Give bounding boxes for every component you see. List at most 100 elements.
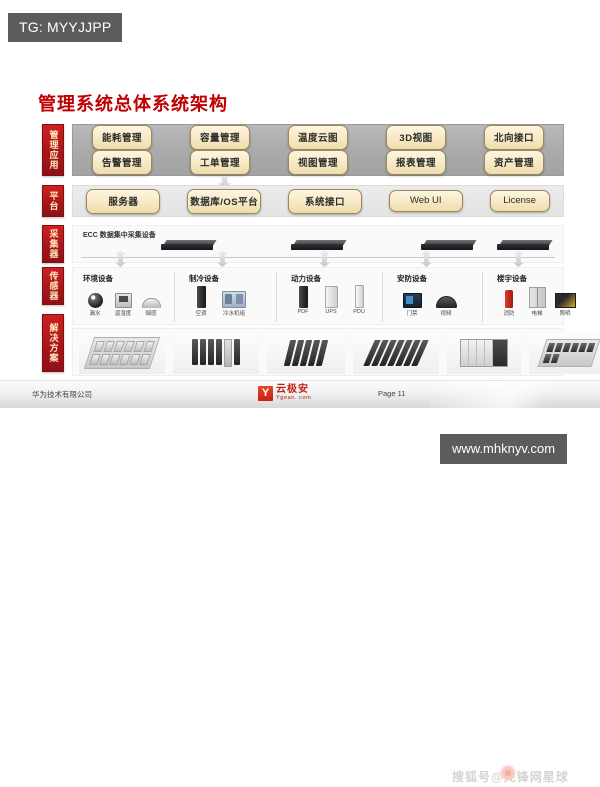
- connector-arrow-icon: [421, 250, 432, 267]
- access-control-icon: [397, 286, 427, 308]
- sensor-group-environment: 环境设备 漏水 温湿度 烟感: [79, 272, 175, 322]
- sensor-group-title: 制冷设备: [189, 274, 219, 283]
- app-button-energy[interactable]: 能耗管理: [92, 125, 152, 150]
- management-row-2: 告警管理 工单管理 视图管理 报表管理 资产管理: [73, 150, 563, 175]
- rail-label: 解决方案: [48, 323, 59, 363]
- smoke-detector-icon: [139, 286, 163, 308]
- slide-canvas: 管理系统总体系统架构 管理应用 平台 采集器 传感器 解决方案 能耗管理 容量管…: [0, 62, 600, 407]
- sensor-caption: 温湿度: [114, 311, 132, 317]
- sensor-item: 烟感: [139, 286, 163, 317]
- sensor-caption: PDF: [297, 309, 309, 315]
- app-button-alarm[interactable]: 告警管理: [92, 150, 152, 175]
- switch-device-icon: [421, 240, 477, 251]
- black-server-rack-photo: [267, 332, 345, 374]
- sensor-caption: 照明: [559, 311, 571, 317]
- power-cabinet-icon: [291, 286, 315, 308]
- sensor-caption: 消防: [503, 311, 515, 317]
- rail-platform: 平台: [42, 185, 64, 217]
- container-datacenter-photo: [447, 332, 521, 374]
- sensor-caption: UPS: [325, 309, 337, 315]
- collector-bus-line: [81, 257, 555, 258]
- rail-collector: 采集器: [42, 225, 64, 263]
- logo-chinese: 云极安: [276, 384, 309, 395]
- connector-arrow-icon: [513, 250, 524, 267]
- fire-extinguisher-icon: [497, 286, 521, 308]
- platform-button-web-ui[interactable]: Web UI: [388, 190, 463, 212]
- sensor-item: 冷水机组: [217, 286, 251, 317]
- sensor-item: PDF: [291, 286, 315, 315]
- logo-english: Ygean. com: [276, 395, 312, 401]
- sensor-caption: 空调: [195, 311, 207, 317]
- collector-band: ECC 数据集中采集设备: [72, 225, 564, 267]
- sensor-group-title: 楼宇设备: [497, 274, 527, 283]
- ygean-logo-mark-icon: Y: [258, 385, 273, 401]
- rail-label: 传感器: [48, 271, 59, 301]
- switch-device-icon: [497, 240, 553, 251]
- modular-rack-photo: [173, 332, 259, 374]
- sensor-items: 空调 冷水机组: [185, 286, 276, 317]
- pdu-icon: [347, 285, 371, 308]
- watermark-flower-icon: [498, 763, 518, 783]
- platform-button-license[interactable]: License: [489, 190, 550, 212]
- sensor-item: 空调: [189, 286, 213, 317]
- solution-band: [72, 328, 600, 376]
- footer-company: 华为技术有限公司: [32, 390, 92, 399]
- app-button-view-management[interactable]: 视图管理: [288, 150, 348, 175]
- app-button-3d-view[interactable]: 3D视图: [386, 125, 446, 150]
- app-button-temperature-map[interactable]: 温度云图: [288, 125, 348, 150]
- sensor-group-building: 楼宇设备 消防 电梯 照明: [493, 272, 593, 322]
- sensor-items: 门禁 视频: [393, 286, 482, 317]
- dome-camera-icon: [431, 286, 461, 308]
- sensor-group-title: 环境设备: [83, 274, 113, 283]
- water-sensor-icon: [83, 286, 107, 308]
- app-button-work-order[interactable]: 工单管理: [190, 150, 250, 175]
- platform-button-server[interactable]: 服务器: [86, 188, 161, 214]
- lighting-icon: [553, 286, 577, 308]
- connector-arrow-icon: [319, 250, 330, 267]
- equipment-tray-photo: [529, 332, 600, 374]
- management-row-1: 能耗管理 容量管理 温度云图 3D视图 北向接口: [73, 125, 563, 150]
- sensor-items: 漏水 温湿度 烟感: [79, 286, 174, 317]
- battery-tray-photo: [79, 332, 165, 374]
- app-button-northbound-interface[interactable]: 北向接口: [484, 125, 544, 150]
- ygean-logo-text: 云极安 Ygean. com: [276, 385, 311, 402]
- sensor-caption: 冷水机组: [222, 311, 245, 317]
- logo-mark-letter: Y: [261, 386, 270, 399]
- page-title: 管理系统总体系统架构: [38, 94, 228, 114]
- switch-device-icon: [161, 240, 217, 251]
- sensor-item: 视频: [431, 286, 461, 317]
- sensor-caption: PDU: [353, 309, 365, 315]
- sensor-item: 温湿度: [111, 286, 135, 317]
- ygean-logo: Y 云极安 Ygean. com: [258, 385, 311, 402]
- tg-tag-badge: TG: MYYJJPP: [8, 13, 123, 42]
- app-button-report[interactable]: 报表管理: [386, 150, 446, 175]
- rail-label: 平台: [48, 191, 59, 211]
- platform-button-database-os[interactable]: 数据库/OS平台: [187, 188, 262, 214]
- sensor-item: PDU: [347, 285, 371, 315]
- elevator-icon: [525, 286, 549, 308]
- rail-solution: 解决方案: [42, 314, 64, 372]
- site-watermark: 搜狐号@先锋网星球: [452, 763, 596, 787]
- page-number: Page 11: [378, 389, 406, 398]
- sensor-caption: 电梯: [531, 311, 543, 317]
- app-button-asset[interactable]: 资产管理: [484, 150, 544, 175]
- sensor-caption: 视频: [440, 311, 452, 317]
- collector-label: ECC 数据集中采集设备: [83, 232, 156, 239]
- switch-device-icon: [291, 240, 347, 251]
- sensor-item: 门禁: [397, 286, 427, 317]
- connector-arrow-icon: [217, 250, 228, 267]
- sensor-group-title: 动力设备: [291, 274, 321, 283]
- sensor-item: UPS: [319, 286, 343, 315]
- rail-label: 采集器: [48, 229, 59, 259]
- sensor-item: 漏水: [83, 286, 107, 317]
- sensor-items: PDF UPS PDU: [287, 285, 382, 315]
- app-button-capacity[interactable]: 容量管理: [190, 125, 250, 150]
- rail-management-application: 管理应用: [42, 124, 64, 176]
- rail-label: 管理应用: [48, 130, 59, 170]
- sensor-caption: 烟感: [145, 311, 157, 317]
- rail-sensor: 传感器: [42, 267, 64, 305]
- platform-button-system-interface[interactable]: 系统接口: [287, 188, 362, 214]
- sensor-group-cooling: 制冷设备 空调 冷水机组: [185, 272, 277, 322]
- sensor-group-security: 安防设备 门禁 视频: [393, 272, 483, 322]
- sensor-items: 消防 电梯 照明: [493, 286, 593, 317]
